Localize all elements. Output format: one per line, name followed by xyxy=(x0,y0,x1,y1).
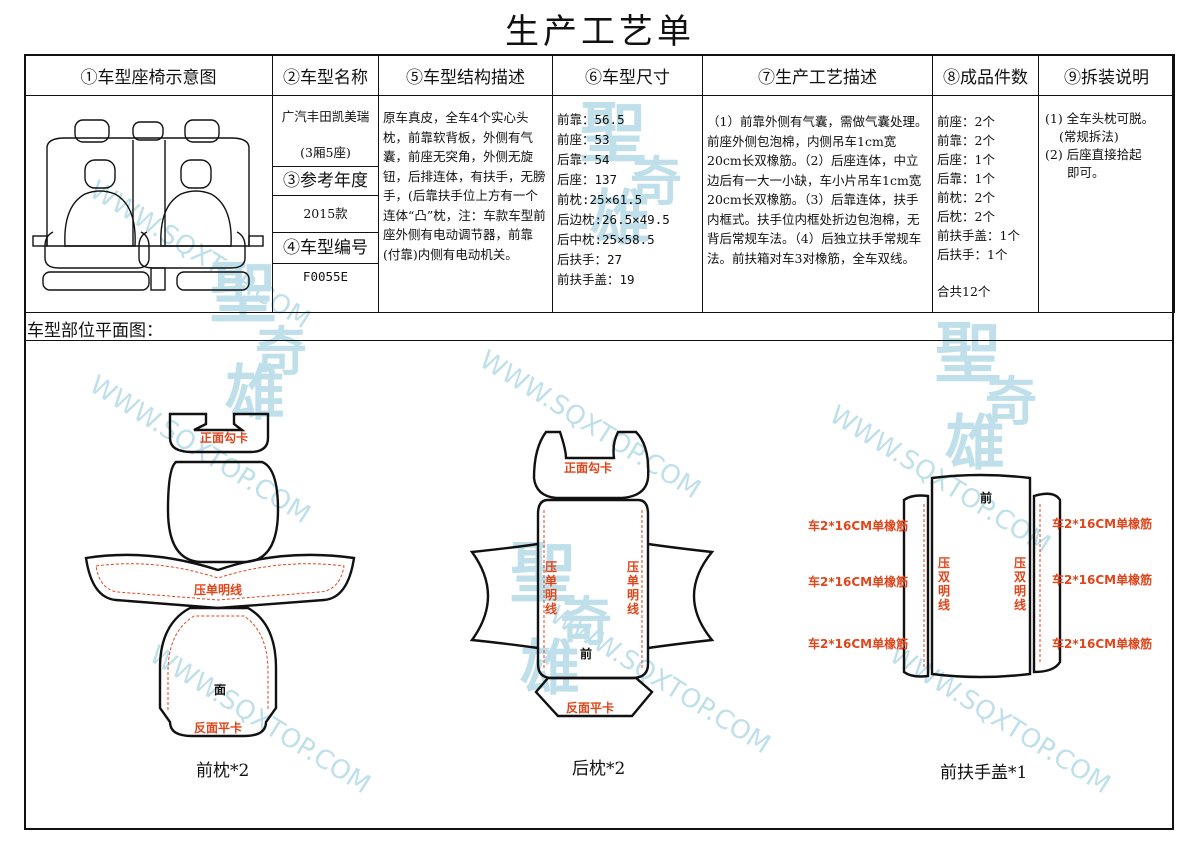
model-year: 2015款 xyxy=(273,195,378,232)
front-pillow-bottom-label: 反面平卡 xyxy=(194,720,242,735)
count-item: 前座：2个 xyxy=(937,114,995,129)
rear-pillow-left-label: 压单明线 xyxy=(545,560,558,616)
install-note: (2) 后座直接拾起 xyxy=(1045,147,1142,162)
front-pillow-pattern xyxy=(84,412,356,738)
armrest-right-label: 压双明线 xyxy=(1014,556,1027,612)
year-label: ③参考年度 xyxy=(273,166,378,195)
count-item: 前扶手盖：1个 xyxy=(937,228,1020,243)
install-notes: (1) 全车头枕可脱。 (常规拆法) (2) 后座直接拾起 即可。 xyxy=(1039,96,1174,182)
counts-list: 前座：2个 前靠：2个 后座：1个 后靠：1个 前枕：2个 后枕：2个 前扶手盖… xyxy=(933,96,1038,303)
count-item: 后座：1个 xyxy=(937,152,995,167)
front-pillow-face-label: 面 xyxy=(214,683,226,697)
content-row: 广汽丰田凯美瑞 (3厢5座) ③参考年度 2015款 ④车型编号 F0055E … xyxy=(24,95,1175,313)
armrest-cover-caption: 前扶手盖*1 xyxy=(940,763,1028,783)
rubber-label: 车2*16CM单橡筋 xyxy=(808,574,908,589)
model-code: F0055E xyxy=(273,263,378,290)
armrest-front-label: 前 xyxy=(980,490,992,505)
dimension-item: 前座：53 xyxy=(557,132,610,147)
armrest-left-label: 压双明线 xyxy=(938,556,951,612)
dimension-item: 后扶手：27 xyxy=(557,252,623,267)
counts-total: 合共12个 xyxy=(937,284,991,299)
count-item: 前枕：2个 xyxy=(937,190,995,205)
dimension-item: 后座：137 xyxy=(557,172,618,187)
header-structure: ⑤车型结构描述 xyxy=(378,54,553,96)
dimensions-list: 前靠：56.5 前座：53 后靠：54 后座：137 前枕:25×61.5 后边… xyxy=(553,96,702,292)
install-note: 即可。 xyxy=(1067,165,1105,180)
header-seat-diagram: ①车型座椅示意图 xyxy=(24,54,273,96)
rear-pillow-right-label: 压单明线 xyxy=(627,560,640,616)
model-name: 广汽丰田凯美瑞 xyxy=(281,109,370,124)
dimension-item: 后边枕:26.5×49.5 xyxy=(557,212,670,227)
front-pillow-caption: 前枕*2 xyxy=(196,761,250,781)
code-label: ④车型编号 xyxy=(273,232,378,263)
rubber-label: 车2*16CM单橡筋 xyxy=(1052,572,1152,587)
dimension-item: 后中枕:25×58.5 xyxy=(557,232,655,247)
structure-desc: 原车真皮，全车4个实心头枕，前靠软背板，外侧有气囊，前座无突角，外侧无旋钮，后排… xyxy=(383,110,546,262)
header-dimensions: ⑥车型尺寸 xyxy=(552,54,703,96)
dimension-item: 前扶手盖：19 xyxy=(557,272,635,287)
count-item: 前靠：2个 xyxy=(937,133,995,148)
install-cell: (1) 全车头枕可脱。 (常规拆法) (2) 后座直接拾起 即可。 xyxy=(1038,95,1175,313)
install-note: (1) 全车头枕可脱。 xyxy=(1045,111,1155,126)
rear-pillow-top-label: 正面勾卡 xyxy=(564,460,612,475)
page-title: 生产工艺单 xyxy=(505,12,695,52)
rubber-label: 车2*16CM单橡筋 xyxy=(808,636,908,651)
header-install: ⑨拆装说明 xyxy=(1038,54,1175,96)
model-cell: 广汽丰田凯美瑞 (3厢5座) ③参考年度 2015款 ④车型编号 F0055E xyxy=(272,95,379,313)
rear-pillow-bottom-label: 反面平卡 xyxy=(566,700,614,715)
install-note: (常规拆法) xyxy=(1059,129,1119,144)
rubber-label: 车2*16CM单橡筋 xyxy=(1052,636,1152,651)
front-pillow-mid-label: 压单明线 xyxy=(194,582,242,597)
seat-diagram xyxy=(32,119,264,291)
dimension-item: 后靠：54 xyxy=(557,152,610,167)
dimension-item: 前靠：56.5 xyxy=(557,112,625,127)
seat-diagram-cell xyxy=(24,95,273,313)
header-process: ⑦生产工艺描述 xyxy=(702,54,933,96)
rubber-label: 车2*16CM单橡筋 xyxy=(808,518,908,533)
spec-table: ①车型座椅示意图 ②车型名称 ⑤车型结构描述 ⑥车型尺寸 ⑦生产工艺描述 ⑧成品… xyxy=(24,54,1175,313)
section-divider xyxy=(24,340,1174,341)
rear-pillow-pattern xyxy=(469,430,715,718)
model-variant: (3厢5座) xyxy=(300,145,351,160)
rubber-label: 车2*16CM单橡筋 xyxy=(1052,516,1152,531)
header-row: ①车型座椅示意图 ②车型名称 ⑤车型结构描述 ⑥车型尺寸 ⑦生产工艺描述 ⑧成品… xyxy=(24,54,1175,96)
count-item: 后靠：1个 xyxy=(937,171,995,186)
dimension-item: 前枕:25×61.5 xyxy=(557,192,643,207)
armrest-cover-pattern xyxy=(902,473,1062,679)
process-cell: （1）前靠外侧有气囊，需做气囊处理。前座外侧包泡棉，内侧吊车1cm宽20cm长双… xyxy=(702,95,933,313)
process-desc: （1）前靠外侧有气囊，需做气囊处理。前座外侧包泡棉，内侧吊车1cm宽20cm长双… xyxy=(707,114,928,266)
rear-pillow-front-label: 前 xyxy=(580,646,592,661)
count-item: 后枕：2个 xyxy=(937,209,995,224)
count-item: 后扶手：1个 xyxy=(937,247,1008,262)
parts-section-title: 车型部位平面图： xyxy=(27,321,163,341)
front-pillow-top-label: 正面勾卡 xyxy=(200,430,248,445)
rear-pillow-caption: 后枕*2 xyxy=(572,759,626,779)
